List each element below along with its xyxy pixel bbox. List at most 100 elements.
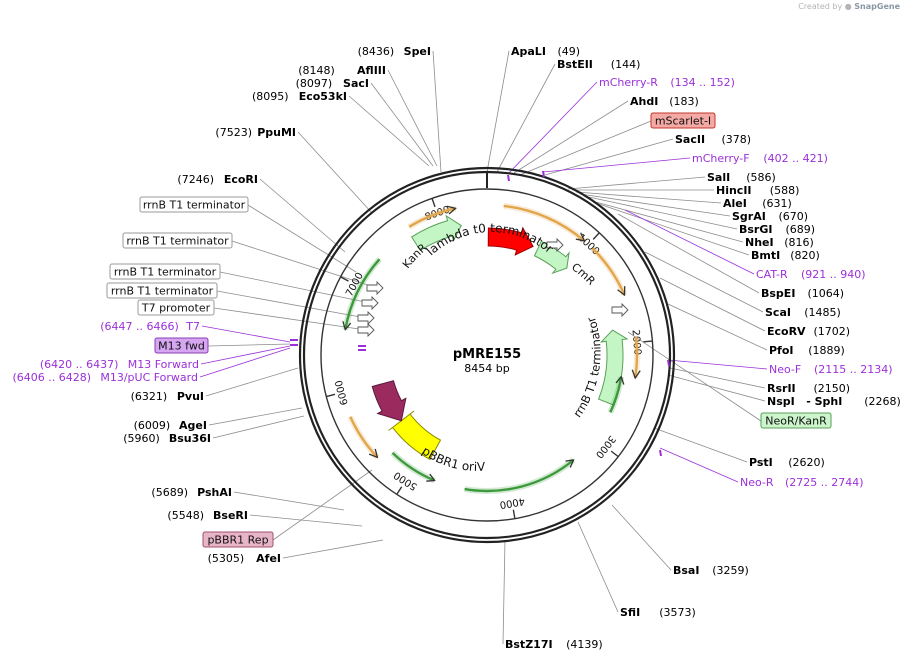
feature-box-label: rrnB T1 terminator: [143, 199, 246, 212]
rrnb-inner-label: rrnB T1 terminator: [570, 315, 603, 420]
green-arc-bottom-head: [565, 459, 575, 468]
green-arc-bottom-line: [464, 459, 575, 493]
site-name: PshAI: [197, 486, 232, 499]
site-name: Bsu36I: [169, 432, 211, 445]
feature-box-rrnb-t1-terminator: rrnB T1 terminator: [122, 232, 233, 249]
feature-box-label: rrnB T1 terminator: [111, 285, 214, 298]
site-name: BmtI: [751, 249, 780, 262]
primer-label-m13-forward: M13 Forward (6420 .. 6437): [40, 358, 199, 371]
site-name: BseRI: [213, 509, 248, 522]
orange-arc-lower: [347, 415, 380, 460]
cmr-label-text: CmR: [569, 260, 598, 288]
site-label-afei: AfeI (5305): [208, 552, 281, 565]
site-label-agei: AgeI(6009): [134, 419, 207, 432]
orange-arc-right2: [631, 336, 641, 380]
site-label-bstz17i: BstZ17I(4139): [505, 638, 603, 651]
site-position: - SphI: [806, 395, 842, 408]
site-label-spei: SpeI(8436): [358, 45, 431, 58]
primer-name: M13 Forward: [128, 358, 199, 371]
green-arc-left-line: [344, 258, 381, 330]
plasmid-name: pMRE155: [453, 347, 521, 362]
site-label-sfii: SfiI(3573): [620, 606, 696, 619]
orange-arc-right1-head: [617, 286, 626, 297]
feature-box: [202, 531, 274, 548]
site-label-bsteii: BstEII(144): [557, 58, 640, 71]
primer-label-mcherry-f: mCherry-F(402 .. 421): [692, 152, 828, 165]
small-feature-arrow: [357, 310, 375, 326]
primer-label-mcherry-r: mCherry-R(134 .. 152): [599, 76, 735, 89]
small-feature-arrow: [366, 280, 384, 296]
site-label-ecori: EcoRI(7246): [177, 173, 258, 186]
site-label-saci: SacI (8097): [296, 77, 369, 90]
site-label-rsrii: RsrII(2150): [767, 382, 850, 395]
primer-mark: [542, 170, 545, 178]
small-feature-arrow: [611, 302, 629, 318]
plasmid-size: 8454 bp: [464, 362, 509, 375]
site-position: (5305): [208, 552, 245, 565]
site-label-pfoi: PfoI(1889): [769, 344, 845, 357]
plasmid-backbone-outer: [298, 166, 676, 544]
feature-box: [139, 196, 249, 213]
site-name: ApaLI: [511, 45, 546, 58]
primer-name: mCherry-F: [692, 152, 750, 165]
primer-range: (134 .. 152): [670, 76, 735, 89]
primer-labels: mCherry-R(134 .. 152) mCherry-F(402 .. 42…: [12, 76, 892, 489]
green-arc-bottom: [464, 457, 576, 494]
site-label-afliii: AflIII(8148): [298, 64, 386, 77]
site-label-alei: AleI(631): [723, 197, 792, 210]
site-name: BstZ17I: [505, 638, 553, 651]
site-name: PstI: [749, 456, 773, 469]
site-name: SacI: [343, 77, 369, 90]
leader-lines: [199, 50, 768, 645]
site-name: PvuI: [177, 390, 204, 403]
orange-arc-right1: [590, 246, 628, 297]
site-label-ahdi: AhdI(183): [630, 95, 699, 108]
site-name: SgrAI: [732, 210, 766, 223]
snapgene-logo-icon: ●: [844, 2, 852, 11]
orange-arc-topleft-head: [446, 205, 457, 215]
primer-range: (6420 .. 6437): [40, 358, 119, 371]
primer-range: (2725 .. 2744): [785, 476, 864, 489]
site-position: (6009): [134, 419, 171, 432]
primer-range: (6447 .. 6466): [100, 320, 179, 333]
site-name: SalI: [707, 171, 730, 184]
site-name: BspEI: [761, 287, 795, 300]
green-arc-right: [607, 375, 625, 414]
orange-arc-top-head: [575, 232, 586, 242]
site-position: (5689): [151, 486, 188, 499]
feature-box-rrnb-t1-terminator: rrnB T1 terminator: [139, 196, 249, 213]
lambda-t0-arrow: [487, 226, 534, 256]
feature-box-label: NeoR/KanR: [765, 415, 827, 428]
site-label-bsrgi: BsrGI(689): [739, 223, 815, 236]
site-label-bmti: BmtI(820): [751, 249, 820, 262]
site-name: NspI: [767, 395, 795, 408]
site-name: BsrGI: [739, 223, 772, 236]
site-position: (5548): [167, 509, 204, 522]
site-position: (7523): [215, 126, 252, 139]
site-position: (2150): [814, 382, 851, 395]
site-position: (3259): [712, 564, 749, 577]
site-name: ScaI: [765, 306, 791, 319]
feature-box: [650, 112, 716, 129]
primer-mark: [667, 359, 670, 367]
site-label-sali: SalI(586): [707, 171, 776, 184]
green-arc-lowerleft: [390, 450, 436, 484]
site-position: (1064): [808, 287, 845, 300]
site-name: AfeI: [256, 552, 281, 565]
ruler-tick: [610, 450, 619, 458]
feature-box-label: T7 promoter: [141, 302, 211, 315]
feature-box: [760, 412, 832, 429]
primer-label-t7: T7(6447 .. 6466): [100, 320, 200, 333]
primer-mark: [507, 174, 510, 182]
site-name: EcoRV: [767, 325, 806, 338]
site-name: SacII: [675, 133, 705, 146]
site-name: SfiI: [620, 606, 640, 619]
site-name: BsaI: [673, 564, 699, 577]
site-position: (7246): [177, 173, 214, 186]
primer-range: (921 .. 940): [801, 268, 866, 281]
site-position: (8097): [296, 77, 333, 90]
site-label-hincii: HincII(588): [716, 184, 799, 197]
site-position: (144): [611, 58, 641, 71]
orange-arc-lower-line: [349, 416, 379, 459]
feature-box: [122, 232, 233, 249]
